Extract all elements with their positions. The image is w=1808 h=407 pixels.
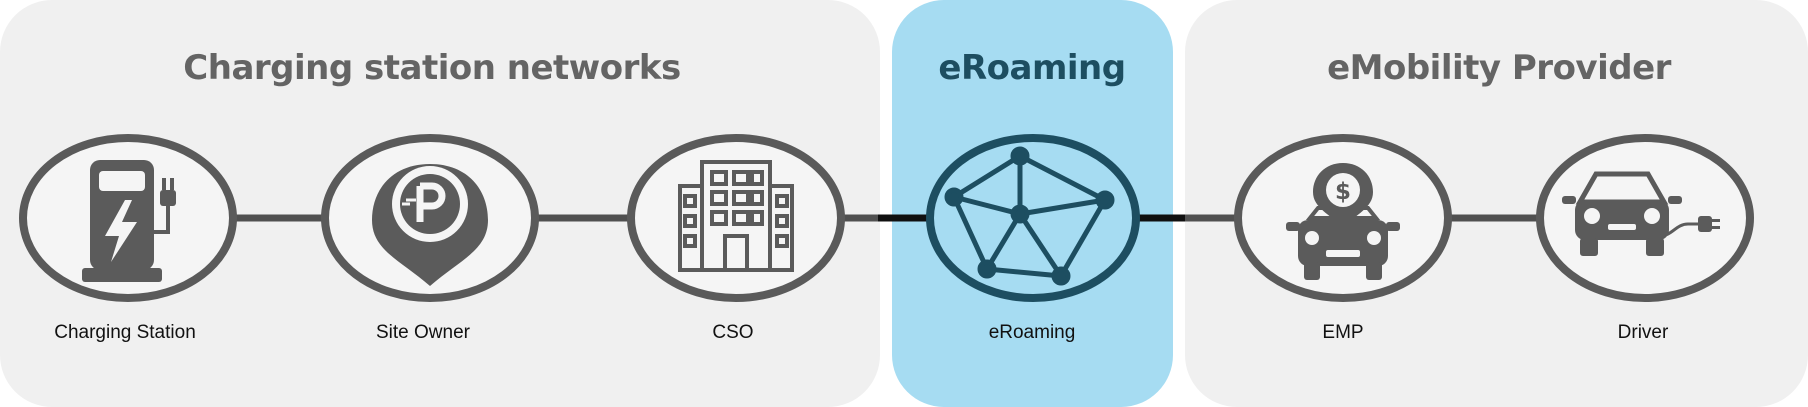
node-label-charging-station: Charging Station [54,322,196,343]
group-title-eroaming: eRoaming [938,48,1126,88]
node-label-driver: Driver [1617,322,1669,343]
node-label-emp: EMP [1322,322,1364,343]
node-label-site-owner: Site Owner [376,322,470,343]
office-building-icon [678,160,794,272]
node-label-eroaming: eRoaming [988,322,1076,343]
parking-pin-icon [372,164,488,286]
electric-car-icon [1562,171,1720,256]
node-label-cso: CSO [712,322,754,343]
charging-station-icon [82,160,176,282]
svg-text:$: $ [1335,179,1351,205]
network-icon [944,146,1115,286]
group-title-charging-station-networks: Charging station networks [183,48,681,88]
group-title-emobility-provider: eMobility Provider [1327,48,1671,88]
car-with-dollar-pin-icon: $ [1286,163,1400,280]
